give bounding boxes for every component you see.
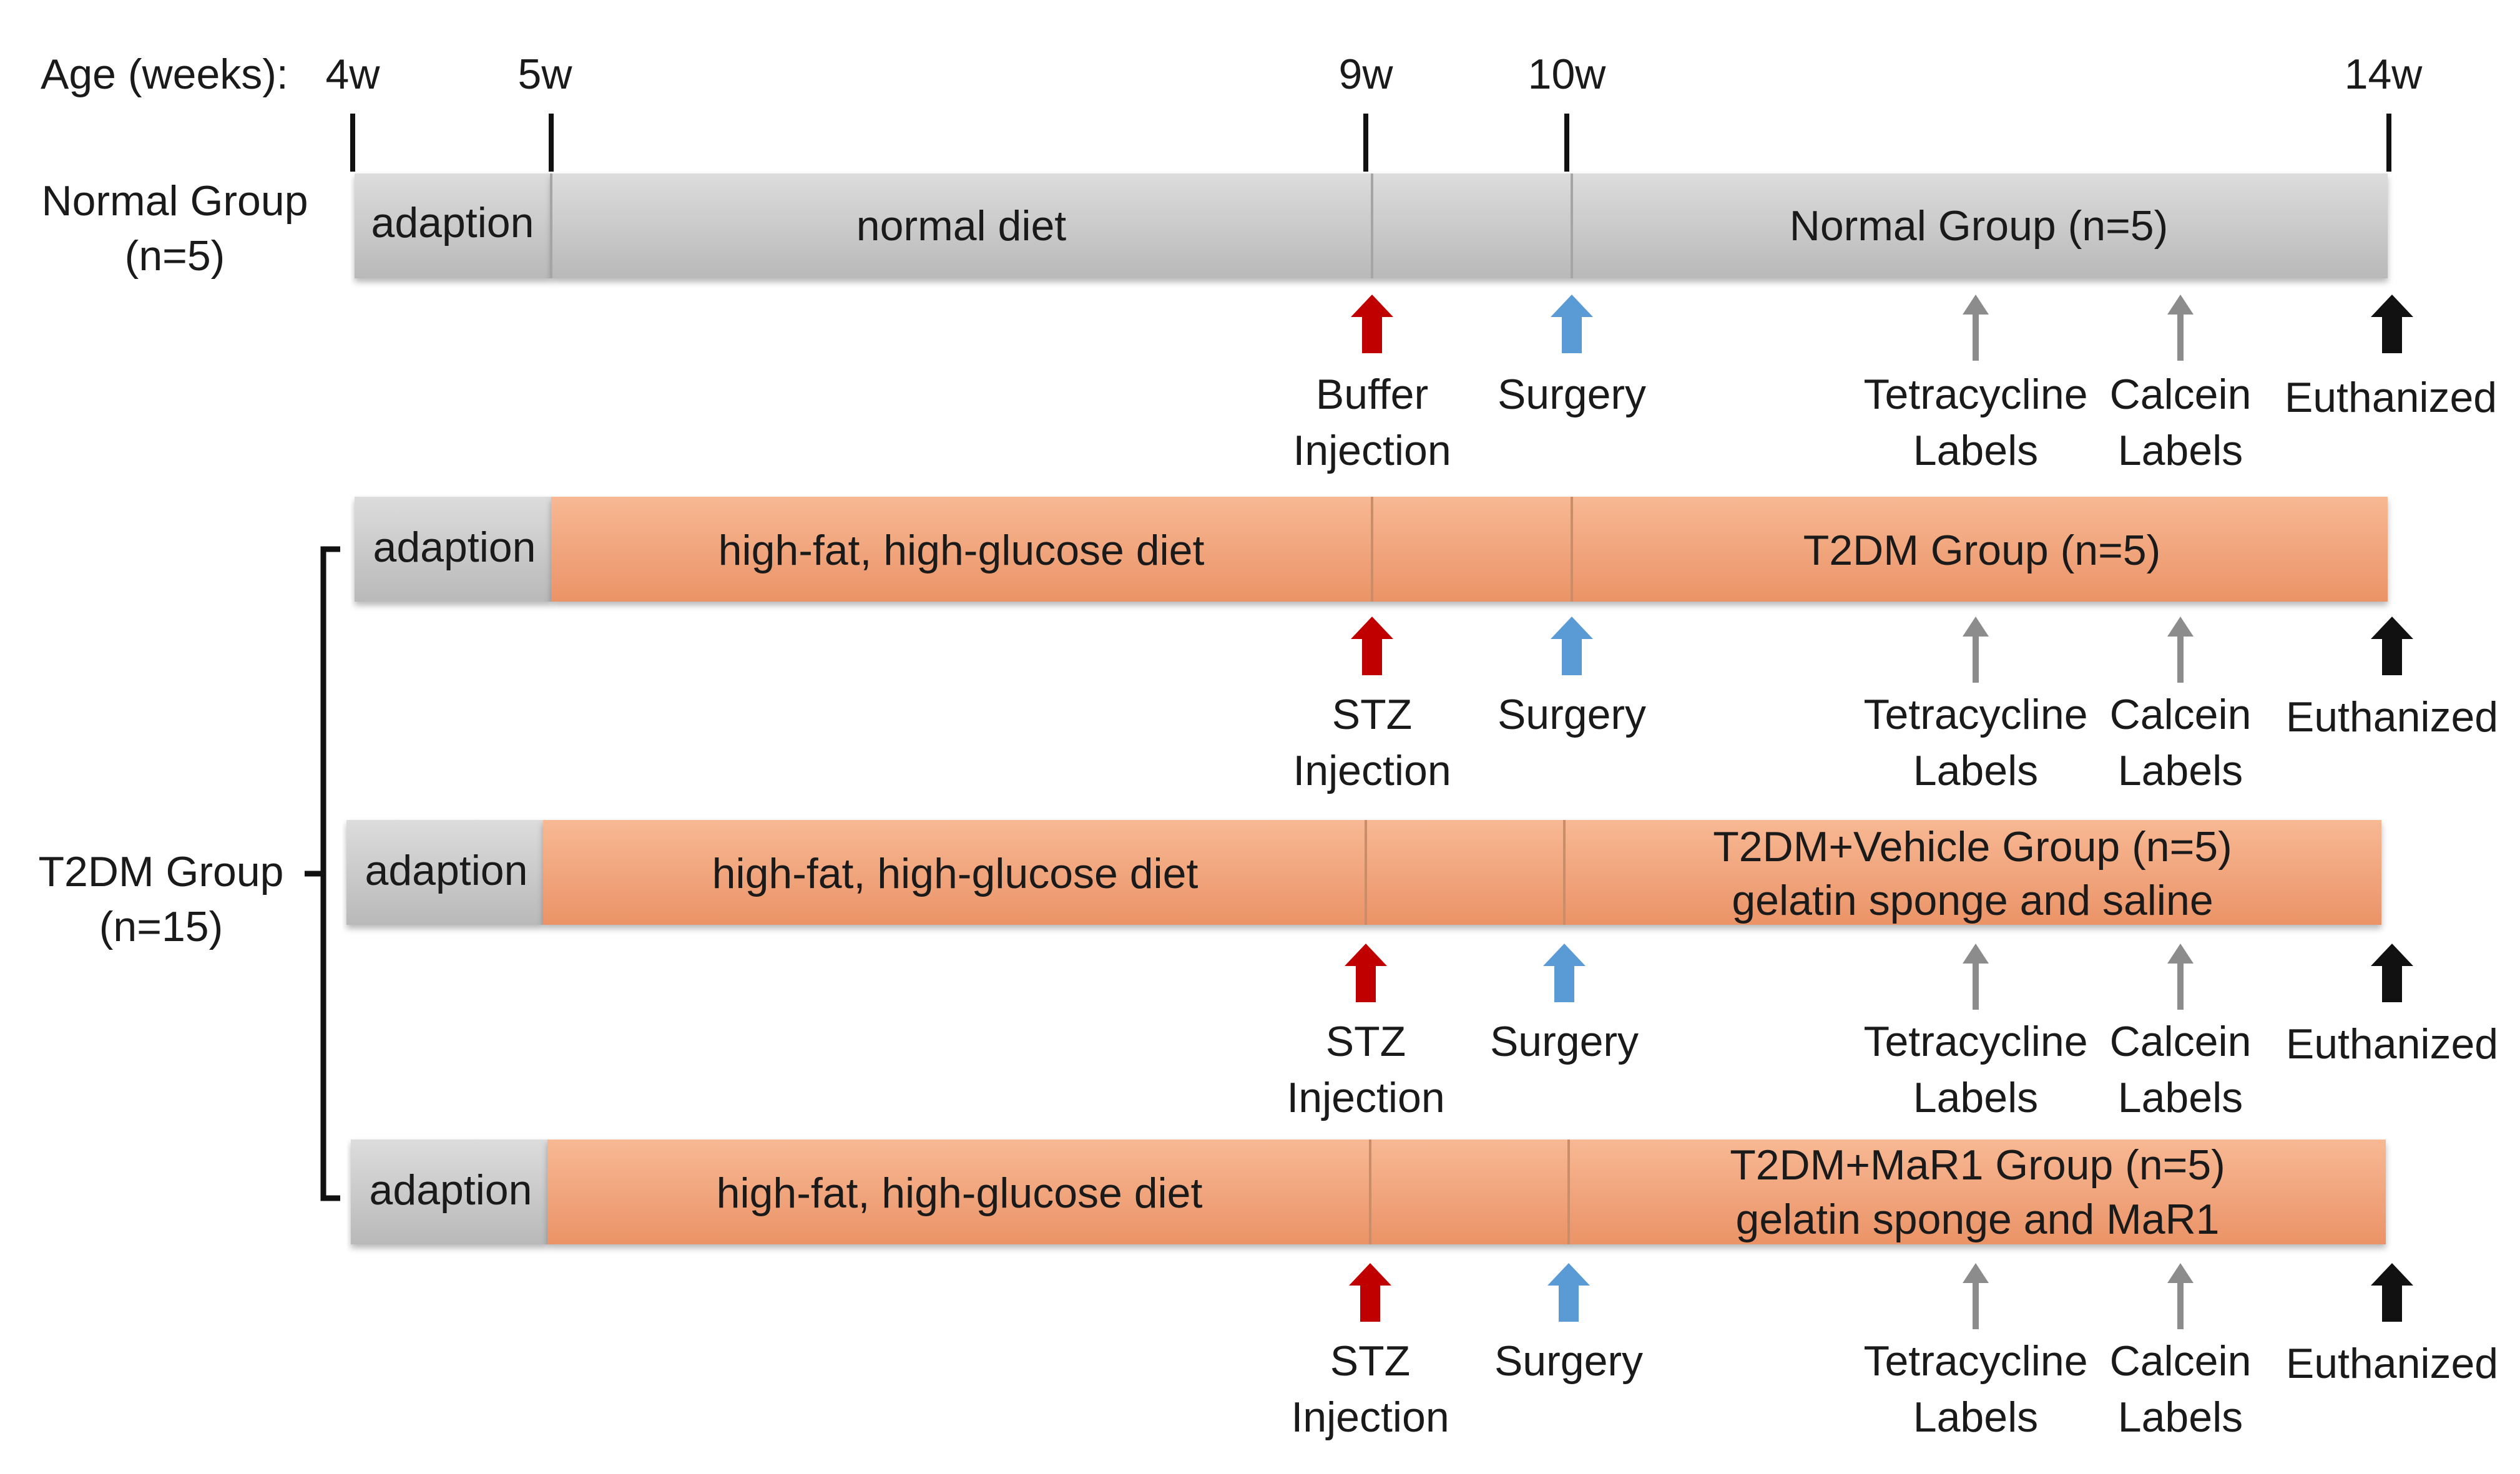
injection-label: STZ <box>1330 1337 1410 1385</box>
calcein-label-2: Labels <box>2118 747 2243 794</box>
adaption-label: adaption <box>373 524 536 571</box>
normal-group-count: (n=5) <box>125 232 225 280</box>
diet-label: normal diet <box>856 202 1066 250</box>
euthanized-arrow <box>2371 1263 2413 1322</box>
surgery-label: Surgery <box>1494 1337 1643 1385</box>
adaption-segment <box>351 1140 547 1244</box>
calcein-label: Calcein <box>2110 691 2252 738</box>
tetracycline-label-2: Labels <box>1913 747 2038 794</box>
injection-label-2: Injection <box>1293 427 1451 474</box>
tick-label-4w: 4w <box>326 51 381 98</box>
surgery-arrow <box>1547 1263 1590 1322</box>
calcein-arrow <box>2167 617 2194 683</box>
tetracycline-label-2: Labels <box>1913 1074 2038 1121</box>
calcein-label: Calcein <box>2110 371 2252 418</box>
injection-label-2: Injection <box>1293 747 1451 794</box>
surgery-arrow <box>1543 944 1586 1002</box>
timeline-row-t2dm-vehicle: adaption high-fat, high-glucose diet T2D… <box>346 820 2498 1121</box>
euthanized-arrow <box>2371 295 2413 353</box>
calcein-label-2: Labels <box>2118 1393 2243 1441</box>
tetracycline-arrow <box>1963 1263 1989 1329</box>
euthanized-label: Euthanized <box>2286 1340 2498 1387</box>
t2dm-group-label: T2DM Group (n=15) <box>39 546 340 1201</box>
adaption-label: adaption <box>370 1166 532 1214</box>
injection-label-2: Injection <box>1291 1393 1449 1441</box>
adaption-segment <box>346 820 543 925</box>
euthanized-label: Euthanized <box>2286 1020 2498 1068</box>
calcein-arrow <box>2167 295 2194 361</box>
t2dm-group-bracket <box>305 546 340 1201</box>
diet-bar <box>551 173 2388 278</box>
calcein-arrow <box>2167 944 2194 1010</box>
tick-label-14w: 14w <box>2345 51 2423 98</box>
stz-injection-arrow <box>1345 944 1387 1002</box>
adaption-label: adaption <box>371 199 534 246</box>
diet-bar <box>551 497 2388 602</box>
calcein-label-2: Labels <box>2118 427 2243 474</box>
group-label: T2DM+Vehicle Group (n=5) <box>1713 823 2232 871</box>
euthanized-label: Euthanized <box>2286 693 2498 741</box>
tick-label-10w: 10w <box>1528 51 1607 98</box>
tetracycline-label-2: Labels <box>1913 1393 2038 1441</box>
normal-group-label: Normal Group (n=5) <box>41 177 308 280</box>
age-axis: Age (weeks): 4w 5w 9w 10w 14w <box>41 51 2423 172</box>
t2dm-group-name: T2DM Group <box>39 848 284 896</box>
euthanized-label: Euthanized <box>2285 374 2497 421</box>
surgery-label: Surgery <box>1498 691 1646 738</box>
euthanized-arrow <box>2371 617 2413 675</box>
tetracycline-label: Tetracycline <box>1863 371 2087 418</box>
surgery-label: Surgery <box>1490 1018 1639 1065</box>
injection-label: Buffer <box>1316 371 1428 418</box>
timeline-row-t2dm-mar1: adaption high-fat, high-glucose diet T2D… <box>351 1140 2498 1441</box>
diet-bar <box>543 820 2381 925</box>
group-sublabel: gelatin sponge and saline <box>1732 877 2213 924</box>
diet-label: high-fat, high-glucose diet <box>717 1169 1203 1217</box>
group-label: Normal Group (n=5) <box>1790 202 2169 250</box>
timeline-row-normal: adaption normal diet Normal Group (n=5) … <box>355 173 2497 474</box>
calcein-label: Calcein <box>2110 1018 2252 1065</box>
diet-label: high-fat, high-glucose diet <box>712 850 1199 897</box>
injection-label-2: Injection <box>1287 1074 1444 1121</box>
adaption-segment <box>355 497 551 602</box>
calcein-label-2: Labels <box>2118 1074 2243 1121</box>
axis-label: Age (weeks): <box>41 51 288 98</box>
surgery-label: Surgery <box>1498 371 1646 418</box>
tetracycline-arrow <box>1963 944 1989 1010</box>
injection-label: STZ <box>1332 691 1412 738</box>
group-label: T2DM+MaR1 Group (n=5) <box>1730 1141 2225 1189</box>
adaption-segment <box>355 173 551 278</box>
diet-bar <box>547 1140 2386 1244</box>
tick-label-9w: 9w <box>1339 51 1394 98</box>
tetracycline-label: Tetracycline <box>1863 1018 2087 1065</box>
injection-label: STZ <box>1326 1018 1406 1065</box>
group-label: T2DM Group (n=5) <box>1803 527 2161 574</box>
adaption-label: adaption <box>365 847 528 894</box>
tick-label-5w: 5w <box>518 51 573 98</box>
stz-injection-arrow <box>1349 1263 1391 1322</box>
tetracycline-label: Tetracycline <box>1863 1337 2087 1385</box>
surgery-arrow <box>1551 295 1593 353</box>
tetracycline-label: Tetracycline <box>1863 691 2087 738</box>
calcein-arrow <box>2167 1263 2194 1329</box>
tetracycline-arrow <box>1963 295 1989 361</box>
t2dm-group-count: (n=15) <box>99 903 223 950</box>
timeline-row-t2dm: adaption high-fat, high-glucose diet T2D… <box>355 497 2498 794</box>
group-sublabel: gelatin sponge and MaR1 <box>1736 1196 2220 1243</box>
calcein-label: Calcein <box>2110 1337 2252 1385</box>
tetracycline-arrow <box>1963 617 1989 683</box>
diet-label: high-fat, high-glucose diet <box>718 527 1205 574</box>
surgery-arrow <box>1551 617 1593 675</box>
buffer-injection-arrow <box>1351 295 1393 353</box>
tetracycline-label-2: Labels <box>1913 427 2038 474</box>
normal-group-name: Normal Group <box>41 177 308 225</box>
euthanized-arrow <box>2371 944 2413 1002</box>
stz-injection-arrow <box>1351 617 1393 675</box>
